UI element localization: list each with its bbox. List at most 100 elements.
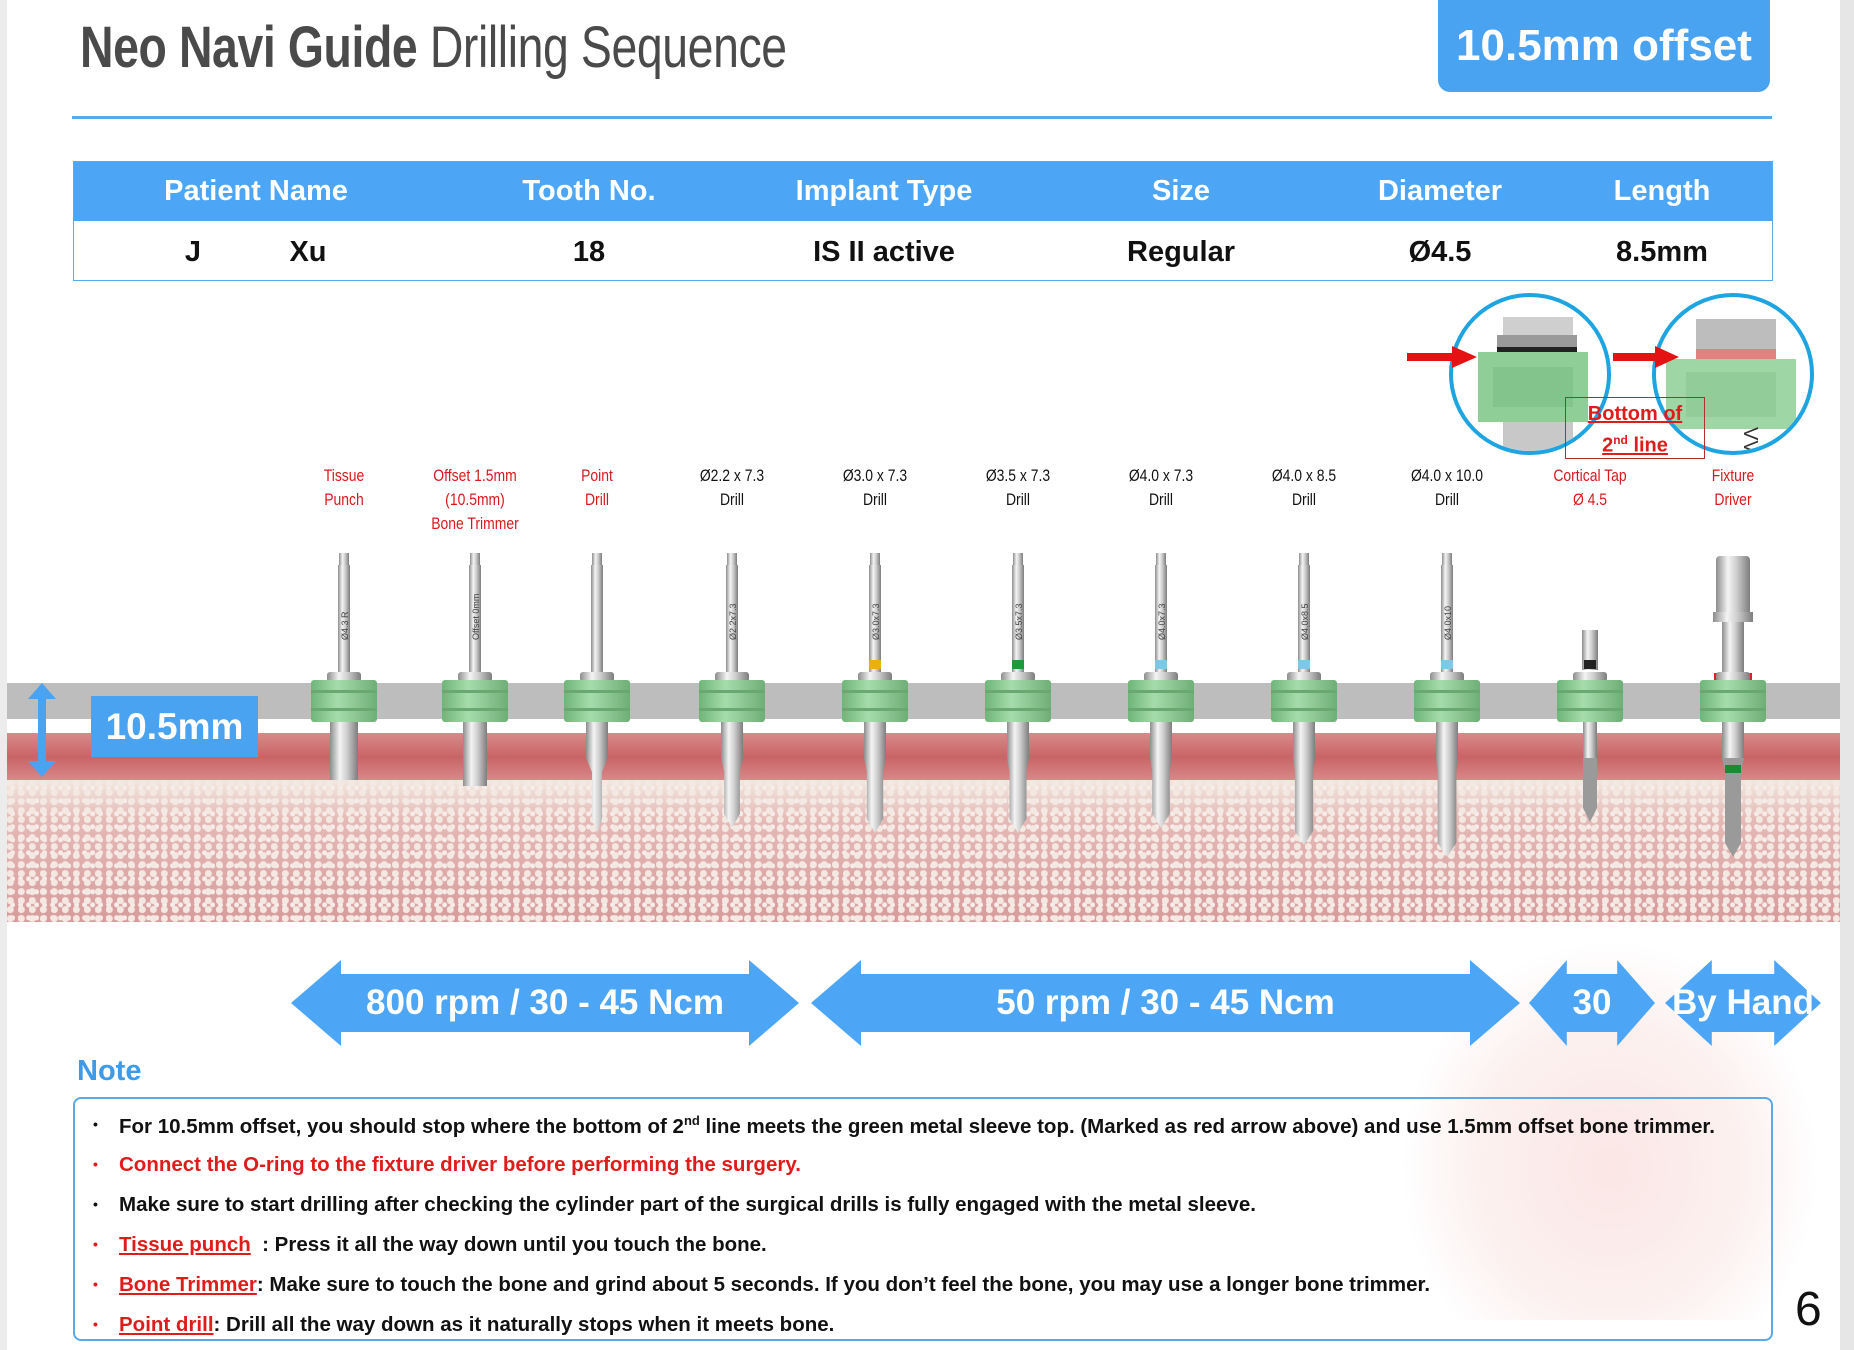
color-band bbox=[1441, 660, 1453, 669]
tool-engraving: Ø3.5x7.3 bbox=[1014, 603, 1024, 640]
note-text: : Press it all the way down until you to… bbox=[250, 1233, 767, 1256]
tool-label-line: Punch bbox=[324, 490, 364, 509]
callout-sup: nd bbox=[1613, 433, 1628, 447]
color-band bbox=[1155, 660, 1167, 669]
guide-sleeve bbox=[1271, 680, 1337, 722]
note-term: Point drill bbox=[119, 1313, 214, 1336]
tool-label-line: Ø4.0 x 8.5 bbox=[1271, 466, 1337, 485]
col-implant-type: Implant Type bbox=[795, 175, 973, 207]
cell-size: Regular bbox=[1127, 236, 1235, 268]
tool-label-line: Drill bbox=[1434, 490, 1459, 509]
speed-label: 50 rpm / 30 - 45 Ncm bbox=[996, 983, 1335, 1022]
callout-line2: 2nd line bbox=[1566, 427, 1704, 459]
zoom-circle-cortical-tap bbox=[1449, 293, 1611, 455]
page-edge-left bbox=[0, 0, 7, 1350]
tool-label-line: Drill bbox=[584, 490, 610, 509]
guide-sleeve bbox=[311, 680, 377, 722]
speed-arrow: 50 rpm / 30 - 45 Ncm bbox=[811, 960, 1520, 1046]
page-edge-right bbox=[1840, 0, 1854, 1350]
cell-last-name: Xu bbox=[289, 236, 327, 268]
tools-illustration: Ø4.3 R Offset 0mm Ø2.2x7.3 Ø3.0x7.3 Ø3.5x7.3… bbox=[311, 553, 1766, 857]
depth-double-arrow-icon bbox=[28, 683, 56, 777]
red-arrow-icon bbox=[1613, 346, 1679, 368]
tool-label-line: Drill bbox=[719, 490, 745, 509]
double-arrow-icon bbox=[1529, 960, 1655, 1046]
guide-sleeve bbox=[842, 680, 908, 722]
tool-label-line: Ø4.0 x 7.3 bbox=[1128, 466, 1194, 485]
callout-rest: line bbox=[1627, 434, 1668, 457]
tool-label-line: Tissue bbox=[323, 466, 365, 485]
tool-drill: Ø4.0x7.3 bbox=[1128, 553, 1194, 828]
red-arrow-icon bbox=[1407, 346, 1477, 368]
guide-sleeve bbox=[985, 680, 1051, 722]
bone-layer bbox=[7, 780, 1840, 922]
col-patient-name: Patient Name bbox=[164, 175, 348, 207]
tool-drill: Ø3.5x7.3 bbox=[985, 553, 1051, 833]
cell-tooth: 18 bbox=[572, 236, 606, 268]
tool-label-line: Bone Trimmer bbox=[431, 514, 519, 533]
tool-label-line: Ø2.2 x 7.3 bbox=[699, 466, 765, 485]
note-heading: Note bbox=[77, 1055, 142, 1087]
tool-label-line: Drill bbox=[1005, 490, 1031, 509]
tool-engraving: Ø2.2x7.3 bbox=[728, 603, 738, 640]
color-band bbox=[1298, 660, 1310, 669]
tool-drill: Ø3.0x7.3 bbox=[842, 553, 908, 833]
guide-sleeve bbox=[1700, 680, 1766, 722]
tool-label-line: Ø 4.5 bbox=[1572, 490, 1608, 509]
sleeve-closeup-icon: VV bbox=[1666, 319, 1796, 451]
guide-sleeve bbox=[564, 680, 630, 722]
cell-first-name: J bbox=[184, 236, 202, 268]
col-length: Length bbox=[1613, 175, 1711, 207]
tool-engraving: Ø3.0x7.3 bbox=[871, 603, 881, 640]
tool-drill: Ø4.0x8.5 bbox=[1271, 553, 1337, 845]
note-item-sleeve: Make sure to start drilling after checki… bbox=[93, 1193, 1256, 1217]
note-item-offset: For 10.5mm offset, you should stop where… bbox=[93, 1113, 1715, 1139]
guide-sleeve bbox=[1557, 680, 1623, 722]
page-number: 6 bbox=[1795, 1283, 1822, 1336]
tool-engraving: Ø4.0x8.5 bbox=[1300, 603, 1310, 640]
callout-line1: Bottom of bbox=[1587, 403, 1683, 425]
speed-label: 800 rpm / 30 - 45 Ncm bbox=[366, 983, 724, 1022]
note-item-point-drill: Point drill: Drill all the way down as i… bbox=[93, 1313, 835, 1337]
tool-label: Cortical Tap Ø 4.5 bbox=[1553, 464, 1626, 512]
tool-engraving: Ø4.3 R bbox=[340, 611, 350, 640]
guide-sleeve bbox=[699, 680, 765, 722]
tool-label-line: Fixture bbox=[1711, 466, 1755, 485]
tool-punch: Ø4.3 R bbox=[311, 553, 377, 780]
guide-sleeve bbox=[1128, 680, 1194, 722]
tool-label-line: Drill bbox=[1148, 490, 1174, 509]
note-item-oring: Connect the O-ring to the fixture driver… bbox=[93, 1153, 801, 1177]
tool-label-line: Drill bbox=[862, 490, 888, 509]
tool-driver: R/ bbox=[1700, 556, 1766, 857]
callout-num: 2 bbox=[1602, 434, 1614, 457]
tool-label-line: Point bbox=[581, 466, 613, 485]
tool-label-line: Cortical Tap bbox=[1553, 466, 1627, 485]
cell-length: 8.5mm bbox=[1616, 236, 1708, 268]
depth-label: 10.5mm bbox=[91, 696, 258, 757]
speed-arrow: 800 rpm / 30 - 45 Ncm bbox=[291, 960, 799, 1046]
note-sup: nd bbox=[683, 1113, 700, 1128]
double-arrow-icon bbox=[1665, 960, 1821, 1046]
title-bold: Neo Navi Guide bbox=[80, 15, 418, 80]
note-term: Tissue punch bbox=[119, 1233, 251, 1256]
tool-label-line: Ø4.0 x 10.0 bbox=[1410, 466, 1484, 485]
note-text: : Make sure to touch the bone and grind … bbox=[256, 1273, 1431, 1296]
note-box: For 10.5mm offset, you should stop where… bbox=[73, 1097, 1773, 1341]
double-arrow-icon bbox=[811, 960, 1520, 1046]
tool-label-line: Drill bbox=[1291, 490, 1317, 509]
tool-engraving: Offset 0mm bbox=[471, 594, 481, 640]
note-item-bone-trimmer: Bone Trimmer: Make sure to touch the bon… bbox=[93, 1273, 1431, 1297]
double-arrow-icon bbox=[291, 960, 799, 1046]
note-item-tissue-punch: Tissue punch : Press it all the way down… bbox=[93, 1233, 767, 1257]
tool-label-line: Ø3.0 x 7.3 bbox=[842, 466, 908, 485]
patient-table: Patient Name Tooth No. Implant Type Size… bbox=[73, 161, 1773, 281]
col-tooth-no: Tooth No. bbox=[522, 175, 656, 207]
note-text: : Drill all the way down as it naturally… bbox=[213, 1313, 835, 1336]
